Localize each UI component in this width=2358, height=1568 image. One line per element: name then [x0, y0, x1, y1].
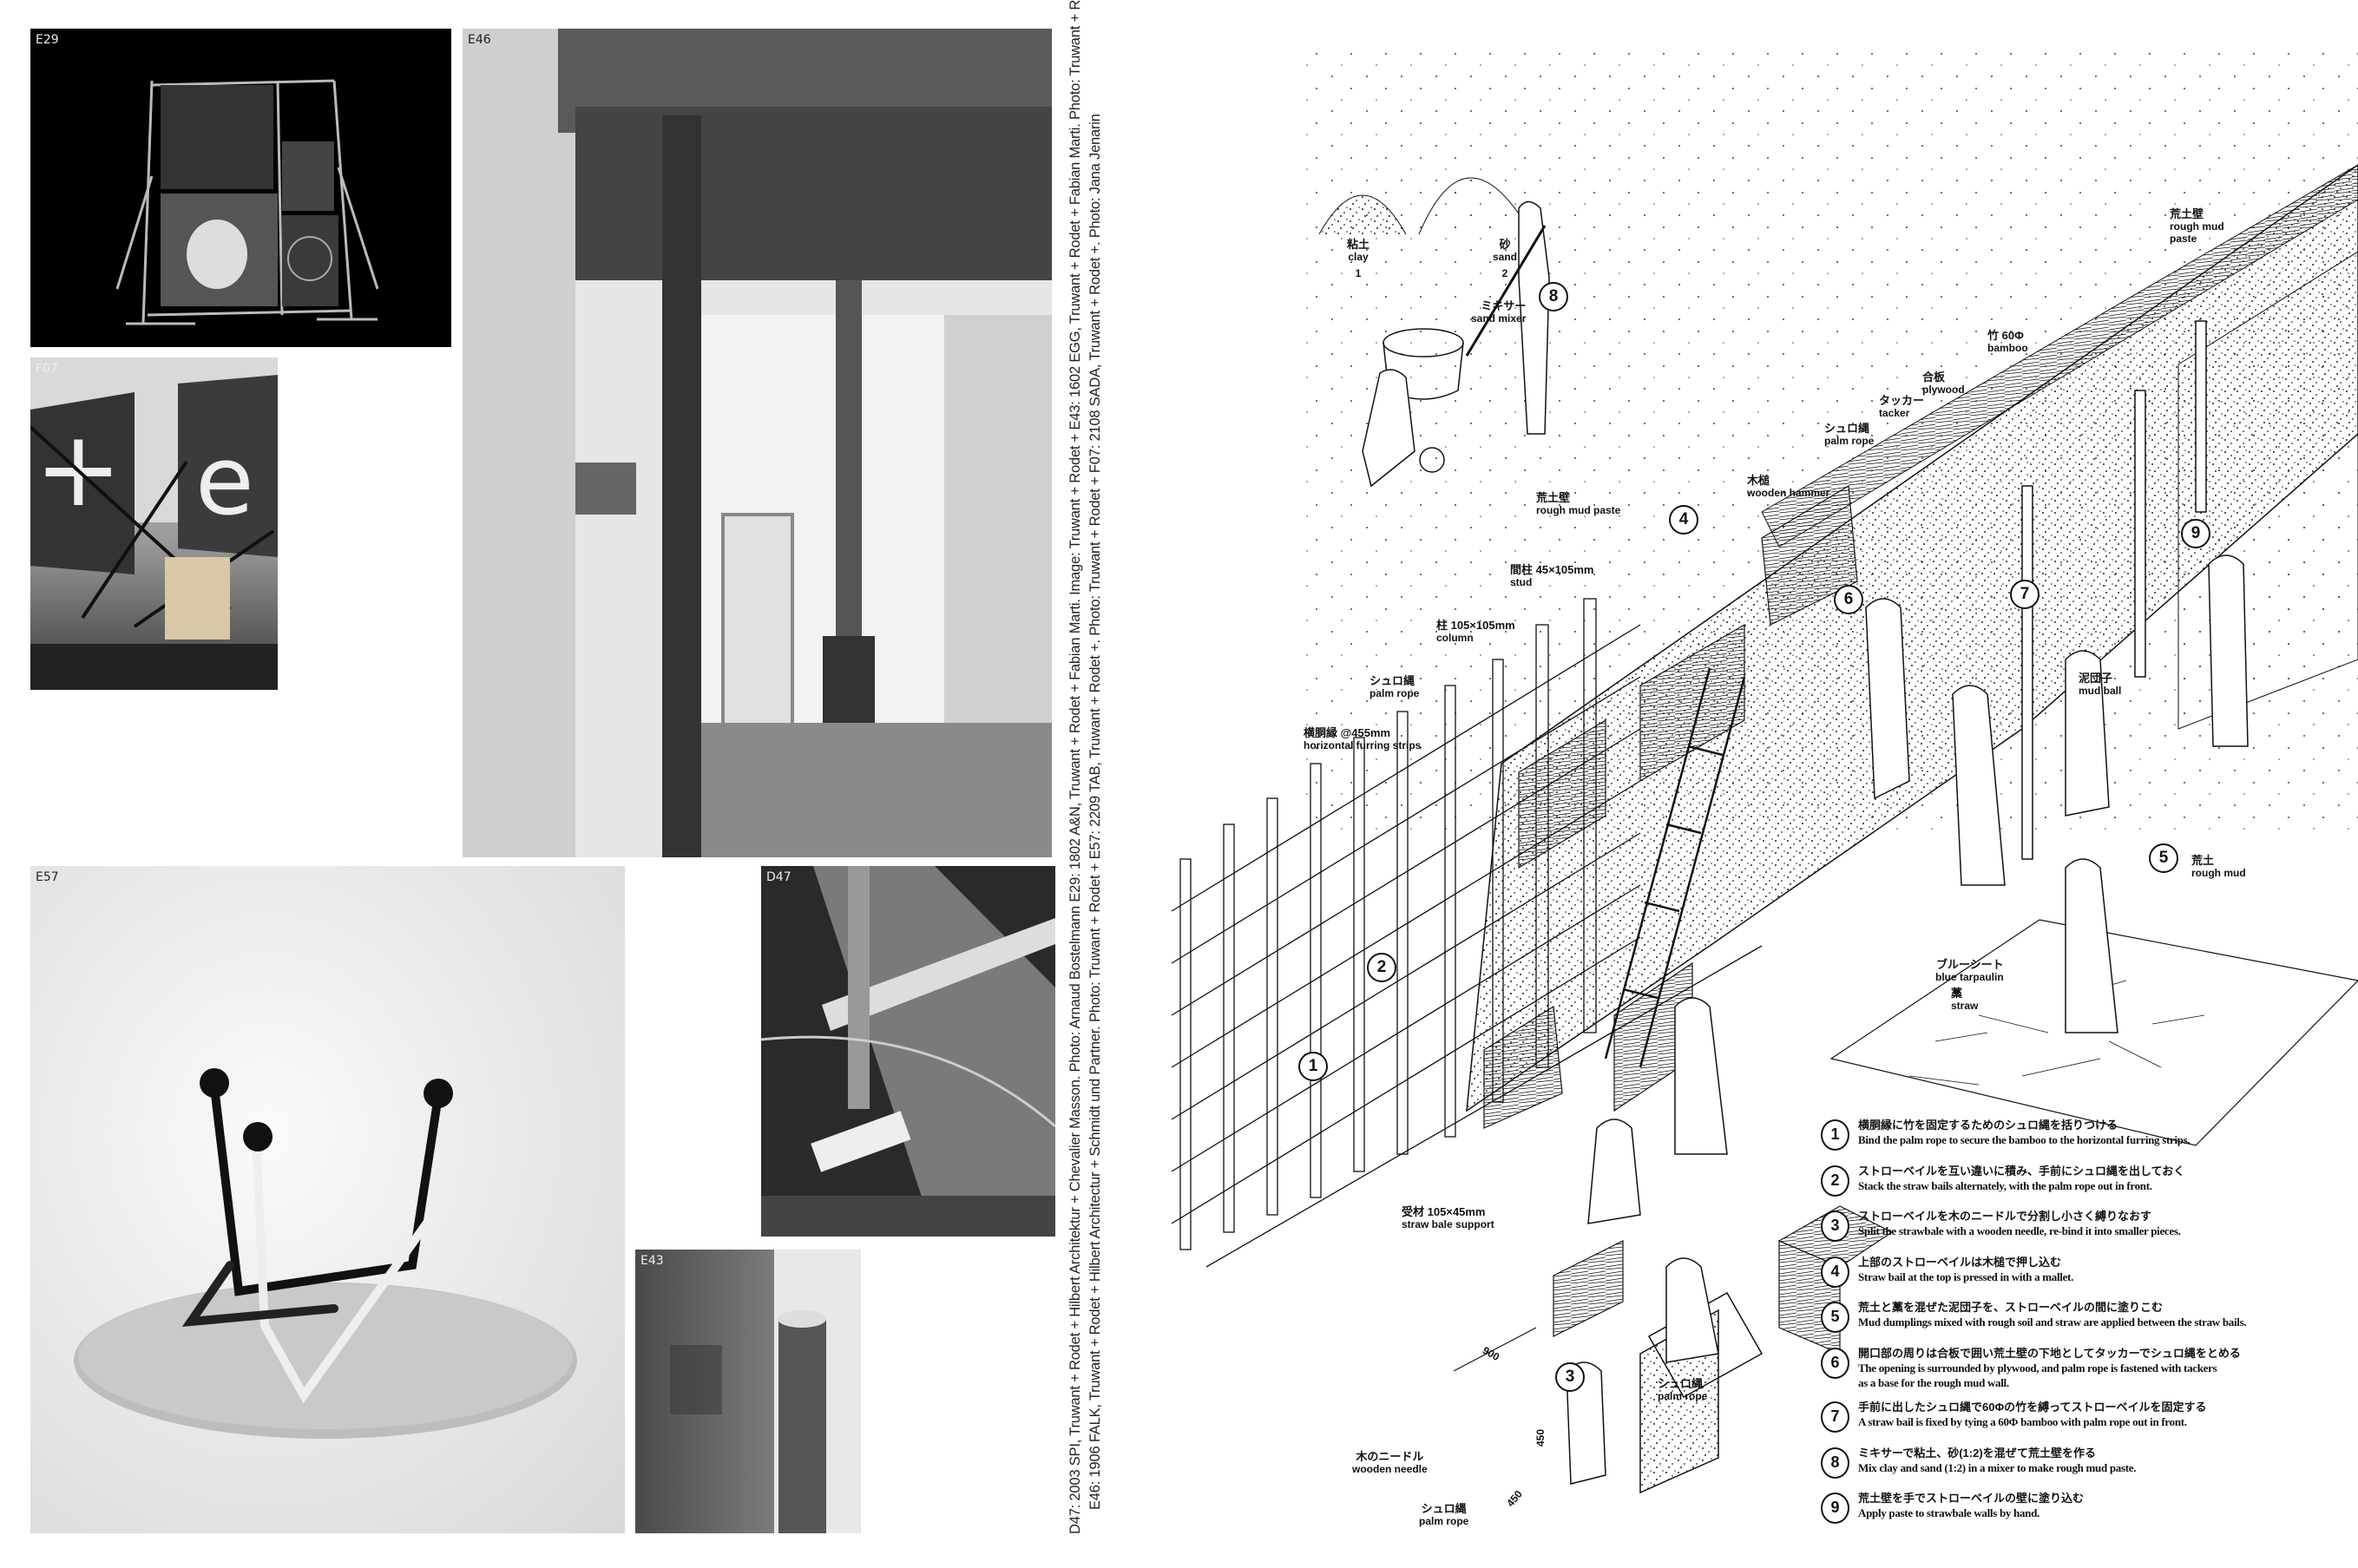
- photo-credits-caption: D47: 2003 SPI, Truwant + Rodet + Hilbert…: [1066, 0, 1106, 1534]
- step-text-en: Mix clay and sand (1:2) in a mixer to ma…: [1858, 1460, 2137, 1474]
- structure-image: + e: [30, 358, 278, 690]
- caption-line-2: E46: 1906 FALK, Truwant + Rodet + Hilber…: [1087, 114, 1103, 1510]
- step-marker-3: 3: [1555, 1362, 1585, 1392]
- photo-d47: D47: [761, 866, 1055, 1237]
- scaffold-artwork-image: [115, 79, 379, 325]
- step-text-en: Straw bail at the top is pressed in with…: [1858, 1269, 2074, 1283]
- photo-label: E46: [468, 33, 491, 47]
- step-text-jp: ミキサーで粘土、砂(1:2)を混ぜて荒土壁を作る: [1858, 1446, 2097, 1460]
- step-text-jp: 手前に出したシュロ縄で60Φの竹を縛ってストローベイルを固定する: [1858, 1400, 2207, 1414]
- step-marker-7: 7: [2010, 580, 2039, 609]
- photo-label: E43: [640, 1254, 664, 1268]
- step-text-jp: 荒土壁を手でストローベイルの壁に塗り込む: [1858, 1492, 2085, 1506]
- step-number: 8: [1821, 1447, 1849, 1479]
- step-text-jp: ストローベイルを木のニードルで分割し小さく縛りなおす: [1858, 1210, 2152, 1224]
- step-number: 2: [1821, 1165, 1849, 1197]
- cylinder-detail-image: [670, 1250, 861, 1533]
- step-text-en: A straw bail is fixed by tying a 60Φ bam…: [1858, 1414, 2187, 1428]
- ceiling-detail-image: [761, 866, 1055, 1237]
- step-text-jp: 開口部の周りは合板で囲い荒土壁の下地としてタッカーでシュロ縄をとめる: [1858, 1346, 2241, 1360]
- step-number: 1: [1821, 1119, 1849, 1151]
- step-text-jp: 横胴縁に竹を固定するためのシュロ縄を括りつける: [1858, 1119, 2118, 1132]
- step-number: 5: [1821, 1302, 1849, 1334]
- photo-label: F07: [36, 362, 58, 376]
- photo-e29: E29: [30, 29, 451, 347]
- step-text-en: Mud dumplings mixed with rough soil and …: [1858, 1315, 2247, 1329]
- step-marker-9: 9: [2181, 519, 2210, 548]
- step-marker-1: 1: [1298, 1052, 1328, 1081]
- step-number: 6: [1821, 1347, 1849, 1379]
- step-text-jp: ストローベイルを互い違いに積み、手前にシュロ縄を出しておく: [1858, 1164, 2185, 1178]
- isometric-drawing: [1154, 0, 2358, 1494]
- dimension-450-height: 450: [1534, 1428, 1547, 1447]
- photo-e43: E43: [635, 1250, 861, 1533]
- step-number: 3: [1821, 1210, 1849, 1243]
- step-number: 7: [1821, 1401, 1849, 1433]
- step-marker-5: 5: [2149, 843, 2178, 873]
- step-text-en: Split the strawbale with a wooden needle…: [1858, 1224, 2181, 1238]
- step-marker-2: 2: [1367, 953, 1396, 982]
- caption-line-1: D47: 2003 SPI, Truwant + Rodet + Hilbert…: [1067, 0, 1083, 1534]
- object-sculpture-image: [74, 1068, 577, 1439]
- step-marker-8: 8: [1539, 282, 1568, 312]
- step-text-en: Bind the palm rope to secure the bamboo …: [1858, 1133, 2191, 1146]
- step-text-en: Apply paste to strawbale walls by hand.: [1858, 1506, 2039, 1520]
- step-text-jp: 荒土と藁を混ぜた泥団子を、ストローベイルの間に塗りこむ: [1858, 1301, 2164, 1315]
- photo-label: D47: [766, 870, 791, 884]
- photo-label: E29: [36, 33, 59, 47]
- step-number: 9: [1821, 1493, 1849, 1525]
- photo-f07: + e F07: [30, 358, 278, 690]
- step-text-jp: 上部のストローベイルは木槌で押し込む: [1858, 1255, 2062, 1269]
- step-text-en: Stack the straw bails alternately, with …: [1858, 1178, 2152, 1192]
- photo-e46: E46: [463, 29, 1052, 857]
- svg-text:e: e: [195, 425, 254, 536]
- interior-column-image: [463, 29, 1052, 857]
- step-text-en: The opening is surrounded by plywood, an…: [1858, 1361, 2217, 1389]
- step-marker-4: 4: [1669, 505, 1698, 535]
- step-number: 4: [1821, 1256, 1849, 1288]
- step-marker-6: 6: [1834, 585, 1863, 614]
- photo-e57: E57: [30, 866, 625, 1533]
- photo-label: E57: [36, 870, 59, 884]
